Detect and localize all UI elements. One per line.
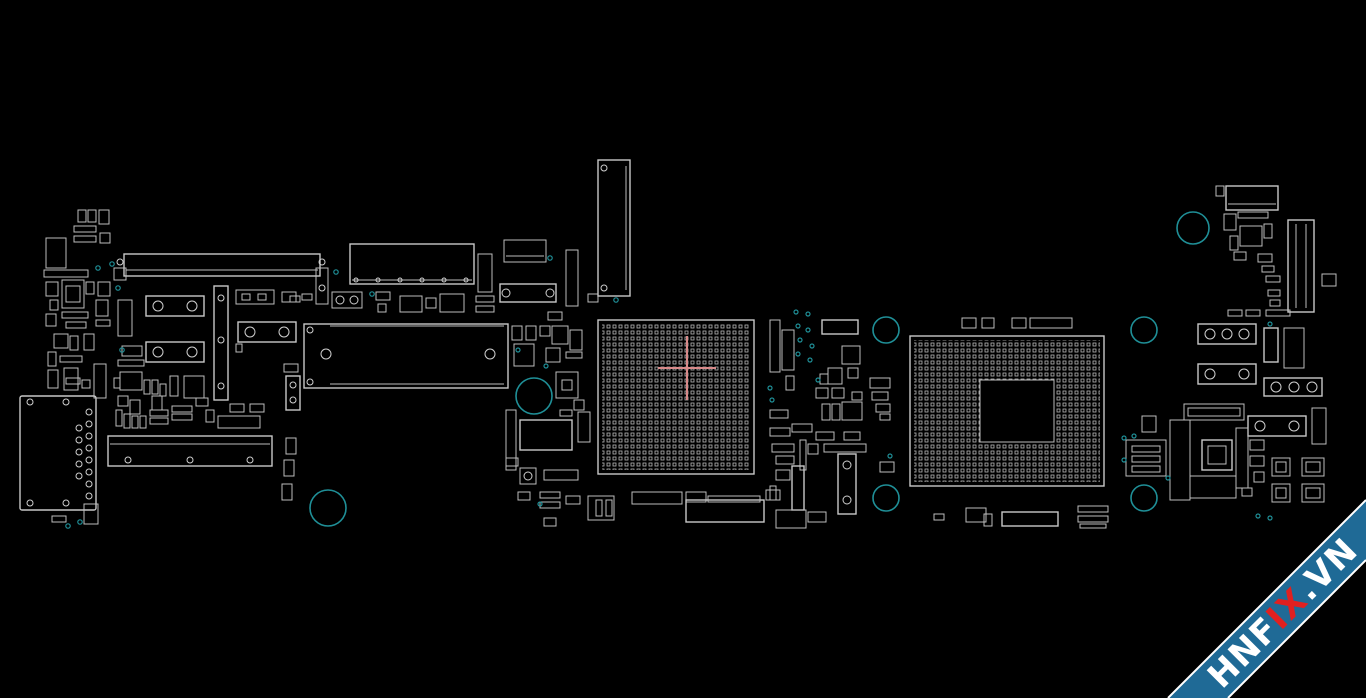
- mounting-hole-icon: [872, 316, 900, 344]
- center-small-parts[interactable]: [505, 293, 615, 527]
- mounting-hole-icon: [872, 484, 900, 512]
- mounting-hole-icon: [1176, 211, 1210, 245]
- fpc-connector-bottom-left[interactable]: [107, 435, 273, 467]
- mounting-hole-icon: [309, 489, 347, 527]
- mounting-hole-icon: [1130, 484, 1158, 512]
- left-cyan-parts[interactable]: [129, 395, 297, 501]
- left-small-parts[interactable]: [43, 209, 121, 529]
- right-qfn-cluster[interactable]: [1121, 321, 1325, 521]
- right-mid-parts[interactable]: [1141, 323, 1327, 445]
- mounting-hole-icon: [515, 377, 553, 415]
- mounting-hole-icon: [1130, 316, 1158, 344]
- bga-chip-left[interactable]: [597, 319, 755, 475]
- left-connector-block[interactable]: [19, 395, 97, 511]
- watermark-banner: HNFIX.VN: [1167, 499, 1366, 698]
- center-large-module[interactable]: [303, 323, 509, 389]
- bga-chip-right[interactable]: [909, 317, 1109, 529]
- bga-left-bottom-parts[interactable]: [631, 489, 781, 523]
- vertical-connector[interactable]: [597, 159, 631, 303]
- right-top-parts[interactable]: [1215, 185, 1337, 317]
- middle-parts[interactable]: [767, 309, 895, 529]
- center-top-module[interactable]: [331, 239, 579, 313]
- svg-text:HNFIX.VN: HNFIX.VN: [1200, 530, 1366, 696]
- fpc-connector-top[interactable]: [113, 253, 329, 305]
- left-mid-parts[interactable]: [113, 285, 313, 429]
